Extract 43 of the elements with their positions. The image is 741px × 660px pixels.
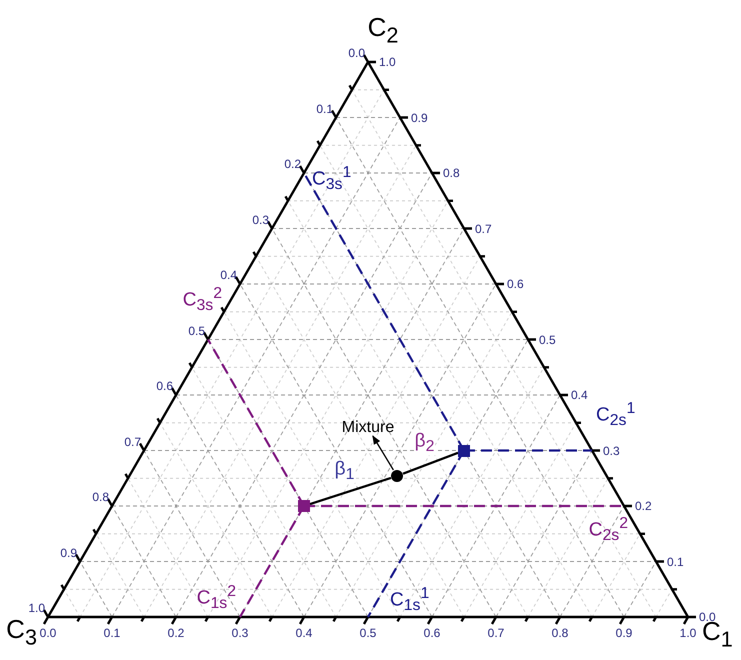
tick-label: 0.4 — [296, 627, 312, 639]
tick-label: 0.6 — [507, 278, 524, 290]
tick-label: 0.2 — [635, 500, 652, 512]
arrow — [372, 435, 394, 470]
axis-title: C$_{2}$ — [368, 14, 398, 46]
tick-label: 0.5 — [188, 324, 205, 336]
tick-label: 0.0 — [40, 627, 56, 639]
tick-label: 0.2 — [284, 158, 301, 170]
tick-label: 0.2 — [168, 627, 184, 639]
tick-label: 0.0 — [348, 47, 365, 59]
point-marker — [391, 470, 403, 482]
tie-line — [310, 476, 392, 506]
tick-label: 1.0 — [379, 56, 396, 68]
tick-label: 1.0 — [680, 627, 696, 639]
axis-title: C$_{3}$ — [6, 616, 37, 648]
tick-label: 0.1 — [316, 102, 333, 114]
square-marker — [298, 500, 310, 512]
tick-label: 0.7 — [488, 627, 504, 639]
tick-label: 0.3 — [232, 627, 248, 639]
tick-label: 0.4 — [571, 389, 588, 401]
edge-label: β$_{1}$ — [334, 459, 356, 483]
tick-label: 0.5 — [360, 627, 376, 639]
tick-label: 0.8 — [552, 627, 568, 639]
tick-label: 0.5 — [539, 334, 556, 346]
tick-label: 0.3 — [252, 214, 269, 226]
tick-label: 1.0 — [28, 602, 45, 614]
tick-label: 0.8 — [92, 491, 109, 503]
tie-line — [402, 452, 458, 475]
tick-label: 0.7 — [475, 222, 492, 234]
tick-label: 0.8 — [443, 167, 460, 179]
tick-label: 0.7 — [124, 436, 141, 448]
tick-label: 0.1 — [104, 627, 120, 639]
square-marker — [458, 444, 470, 456]
tick-label: 0.9 — [411, 112, 428, 124]
tick-label: 0.6 — [156, 380, 173, 392]
tick-label: 0.9 — [616, 627, 632, 639]
tick-label: 0.9 — [60, 546, 77, 558]
tick-label: 0.4 — [220, 269, 237, 281]
tick-label: 0.3 — [603, 444, 620, 456]
point-label: Mixture — [342, 420, 394, 436]
edge-label: β$_{2}$ — [414, 432, 436, 456]
tick-label: 0.1 — [667, 556, 684, 568]
tick-label: 0.6 — [424, 627, 440, 639]
